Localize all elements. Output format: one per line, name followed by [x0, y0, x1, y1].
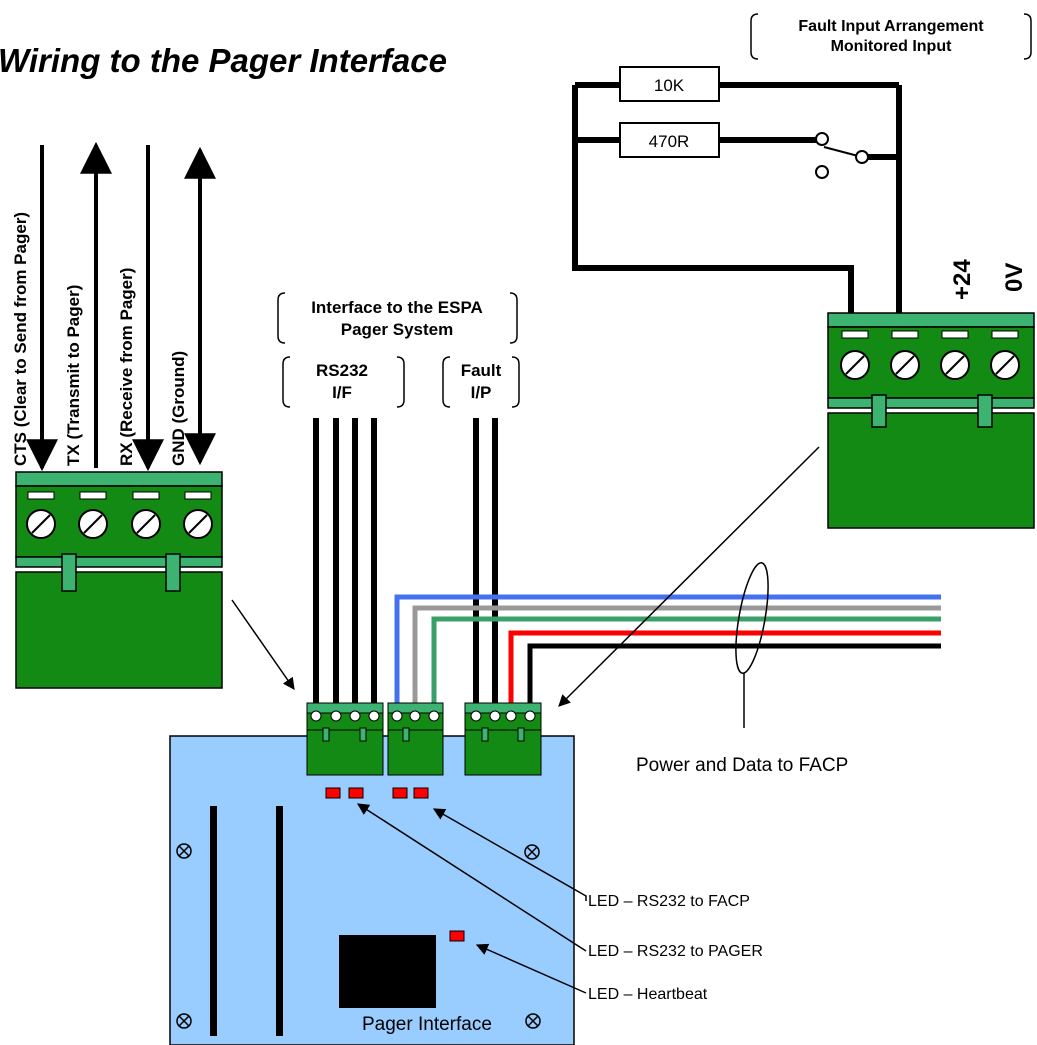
gnd-wire-label: GND (Ground)	[169, 351, 188, 466]
fault-input-heading: Fault Input Arrangement Monitored Input	[750, 13, 1032, 60]
terminal-0v-label: 0V	[1001, 263, 1028, 292]
board-terminal-data	[387, 702, 444, 776]
resistor-470r-label: 470R	[649, 132, 690, 151]
led-rs232-pager-label: LED – RS232 to PAGER	[588, 943, 763, 960]
pager-signal-wires	[26, 141, 216, 472]
power-data-label: Power and Data to FACP	[636, 755, 848, 776]
board-slot-right	[276, 806, 283, 1036]
cable-bundle-marker	[735, 562, 769, 728]
rs232-heading-line1: RS232	[316, 361, 368, 380]
resistor-470r: 470R	[619, 122, 720, 158]
screw-icon	[176, 843, 541, 1029]
board-terminal-power	[464, 702, 542, 776]
fault-input-circuit	[572, 82, 902, 315]
led-rs232-facp-label: LED – RS232 to FACP	[588, 893, 750, 910]
rs232-wires	[313, 418, 377, 703]
cts-wire-label: CTS (Clear to Send from Pager)	[11, 212, 30, 466]
led-heartbeat-label: LED – Heartbeat	[588, 986, 708, 1003]
terminal-plus24-label: +24	[949, 259, 976, 300]
pointer-arrows	[231, 446, 820, 994]
interface-heading-line2: Pager System	[341, 320, 453, 339]
pager-terminal-block	[15, 471, 223, 689]
diagram-title: Wiring to the Pager Interface	[0, 42, 447, 79]
fault-terminal-block	[827, 312, 1035, 529]
led-indicators	[325, 787, 465, 942]
facp-cable	[394, 594, 941, 703]
interface-heading-line1: Interface to the ESPA	[311, 298, 483, 317]
fault-input-heading-line1: Fault Input Arrangement	[798, 18, 984, 35]
fault-input-heading-line2: Monitored Input	[831, 38, 953, 55]
board-terminal-rs232	[306, 702, 384, 776]
board-chip	[339, 935, 436, 1008]
board-slot-left	[210, 806, 217, 1036]
fault-io-heading: Fault I/P	[442, 356, 520, 408]
rs232-heading-line2: I/F	[332, 383, 352, 402]
resistor-10k-label: 10K	[654, 76, 685, 95]
fault-io-heading-line2: I/P	[471, 383, 492, 402]
rx-wire-label: RX (Receive from Pager)	[117, 268, 136, 466]
resistor-10k: 10K	[619, 66, 720, 102]
board-label: Pager Interface	[362, 1014, 492, 1035]
rs232-heading: RS232 I/F	[282, 356, 405, 408]
fault-io-heading-line1: Fault	[461, 361, 502, 380]
interface-heading: Interface to the ESPA Pager System	[277, 292, 518, 344]
switch-icon	[815, 132, 869, 179]
tx-wire-label: TX (Transmit to Pager)	[64, 285, 83, 466]
fault-io-wires	[473, 418, 498, 703]
